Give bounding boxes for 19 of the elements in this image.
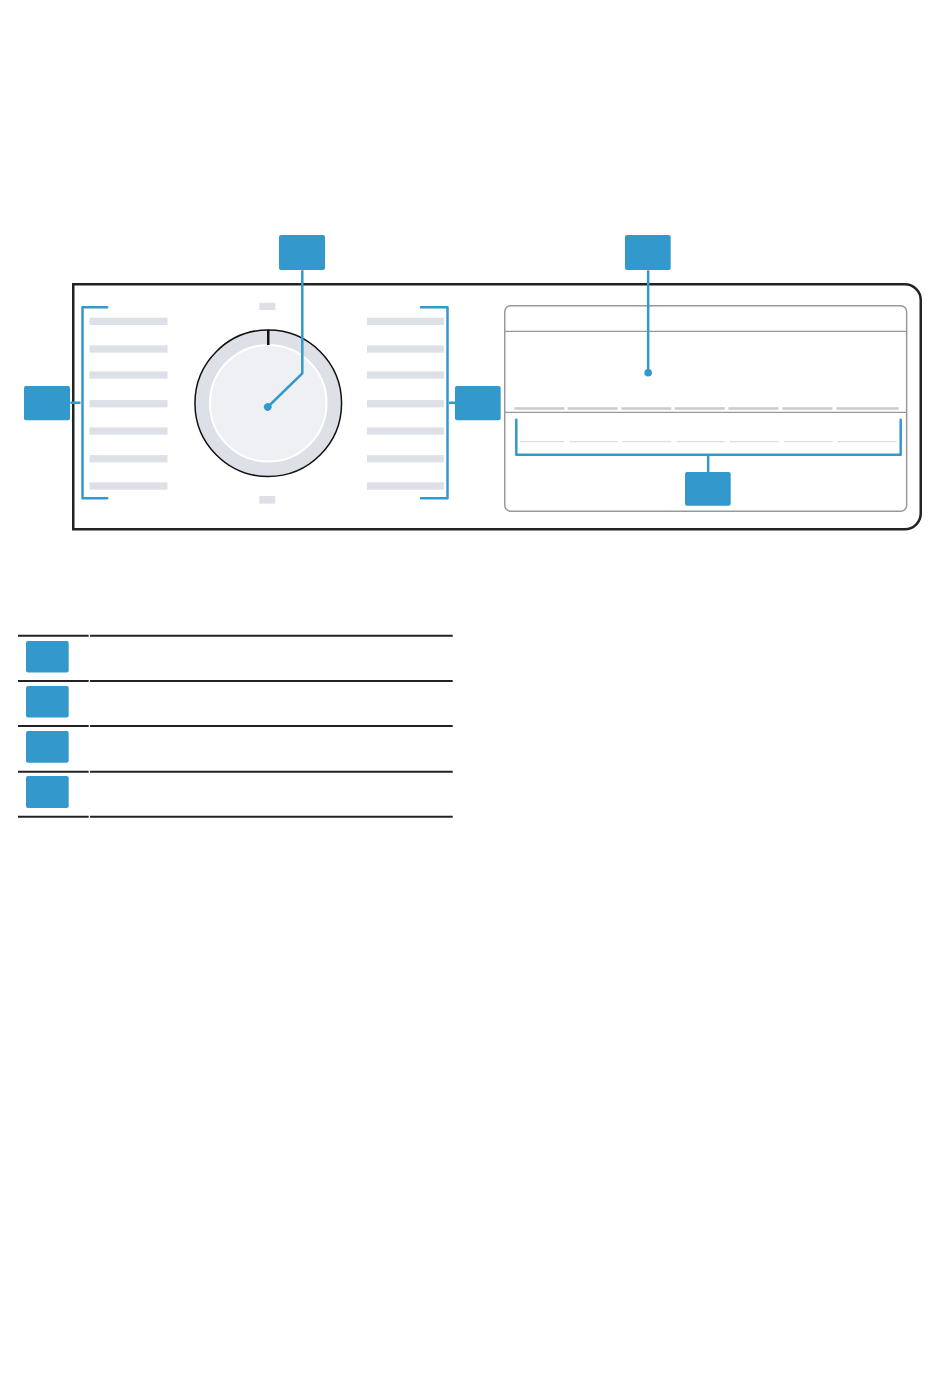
callout-tag bbox=[625, 235, 671, 271]
callout-tag bbox=[26, 776, 69, 808]
callout-tag bbox=[455, 385, 501, 420]
callout-tag bbox=[685, 472, 731, 506]
callout-tag bbox=[26, 731, 69, 763]
rotary-dial bbox=[193, 328, 342, 477]
callout-tag bbox=[279, 235, 326, 271]
callout-tag bbox=[24, 385, 71, 420]
callout-tag bbox=[26, 640, 69, 673]
leader-line bbox=[448, 401, 456, 405]
bar-list-drawing bbox=[367, 306, 449, 500]
control-panel bbox=[72, 283, 922, 531]
display-screen bbox=[504, 305, 908, 512]
leader-line bbox=[644, 270, 652, 377]
bar-list-drawing bbox=[80, 306, 168, 500]
leader-line bbox=[70, 401, 81, 405]
callout-tag bbox=[26, 685, 69, 718]
leader-line bbox=[706, 455, 710, 473]
leader-line bbox=[263, 270, 304, 411]
